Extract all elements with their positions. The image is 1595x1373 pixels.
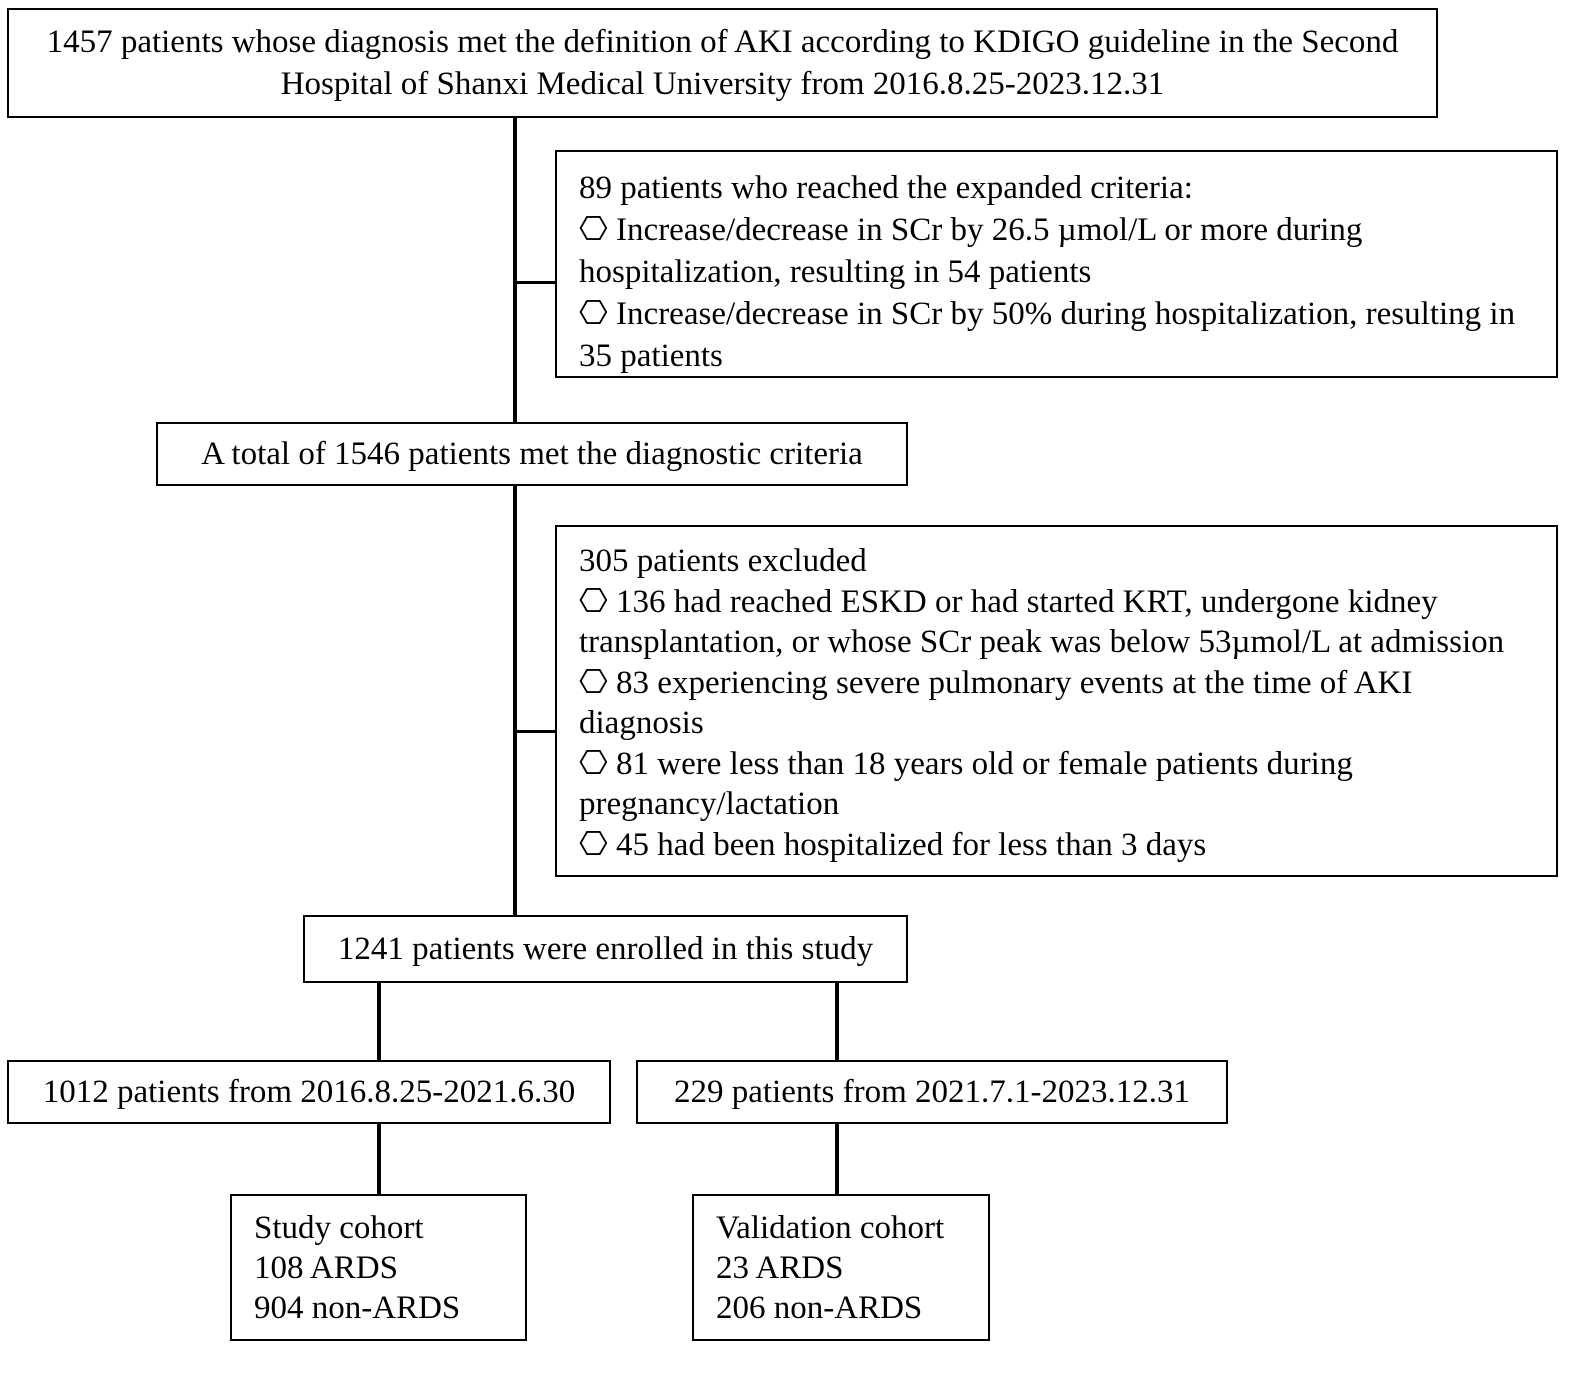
- connector-enrolled-to-left-split: [377, 982, 381, 1062]
- period-1-box: 1012 patients from 2016.8.25-2021.6.30: [7, 1060, 611, 1124]
- excluded-item-3-line1: ⎔ 81 were less than 18 years old or fema…: [579, 745, 1353, 782]
- connector-right-split-to-validation: [835, 1122, 839, 1196]
- enrolled-patients-box: 1241 patients were enrolled in this stud…: [303, 915, 908, 983]
- period-2-box: 229 patients from 2021.7.1-2023.12.31: [636, 1060, 1228, 1124]
- expanded-criteria-item-1-line1: ⎔ Increase/decrease in SCr by 26.5 µmol/…: [579, 212, 1363, 248]
- connector-enrolled-to-right-split: [835, 982, 839, 1062]
- validation-cohort-box: Validation cohort 23 ARDS 206 non-ARDS: [692, 1194, 990, 1341]
- initial-population-line1: 1457 patients whose diagnosis met the de…: [46, 24, 1399, 60]
- connector-left-split-to-study: [377, 1122, 381, 1196]
- excluded-item-2-line1: ⎔ 83 experiencing severe pulmonary event…: [579, 664, 1413, 701]
- excluded-item-4-line1: ⎔ 45 had been hospitalized for less than…: [579, 826, 1207, 863]
- expanded-criteria-item-2-line1: ⎔ Increase/decrease in SCr by 50% during…: [579, 296, 1516, 332]
- expanded-criteria-box: 89 patients who reached the expanded cri…: [555, 150, 1558, 378]
- excluded-patients-box: 305 patients excluded ⎔ 136 had reached …: [555, 525, 1558, 877]
- diagnostic-criteria-total-box: A total of 1546 patients met the diagnos…: [156, 422, 908, 486]
- excluded-item-1-line1: ⎔ 136 had reached ESKD or had started KR…: [579, 583, 1438, 620]
- excluded-item-3-line2: pregnancy/lactation: [579, 786, 840, 822]
- expanded-criteria-title: 89 patients who reached the expanded cri…: [579, 170, 1193, 206]
- study-cohort-non-ards: 904 non-ARDS: [254, 1290, 461, 1326]
- study-cohort-title: Study cohort: [254, 1210, 424, 1246]
- validation-cohort-ards: 23 ARDS: [716, 1250, 844, 1286]
- expanded-criteria-item-2-line2: 35 patients: [579, 338, 723, 374]
- excluded-item-1-line2: transplantation, or whose SCr peak was b…: [579, 624, 1505, 660]
- validation-cohort-title: Validation cohort: [716, 1210, 945, 1246]
- period-1-text: 1012 patients from 2016.8.25-2021.6.30: [42, 1074, 576, 1110]
- period-2-text: 229 patients from 2021.7.1-2023.12.31: [673, 1074, 1191, 1110]
- connector-top-to-enrolled: [513, 116, 517, 916]
- study-cohort-box: Study cohort 108 ARDS 904 non-ARDS: [230, 1194, 527, 1341]
- excluded-title: 305 patients excluded: [579, 543, 867, 579]
- connector-to-expanded-box: [513, 281, 556, 284]
- enrolled-patients-text: 1241 patients were enrolled in this stud…: [337, 931, 874, 967]
- diagnostic-criteria-total-text: A total of 1546 patients met the diagnos…: [201, 436, 863, 472]
- initial-population-box: 1457 patients whose diagnosis met the de…: [7, 8, 1438, 118]
- connector-to-excluded-box: [513, 730, 556, 733]
- initial-population-line2: Hospital of Shanxi Medical University fr…: [280, 66, 1165, 102]
- expanded-criteria-item-1-line2: hospitalization, resulting in 54 patient…: [579, 254, 1092, 290]
- validation-cohort-non-ards: 206 non-ARDS: [716, 1290, 923, 1326]
- excluded-item-2-line2: diagnosis: [579, 705, 704, 741]
- study-cohort-ards: 108 ARDS: [254, 1250, 398, 1286]
